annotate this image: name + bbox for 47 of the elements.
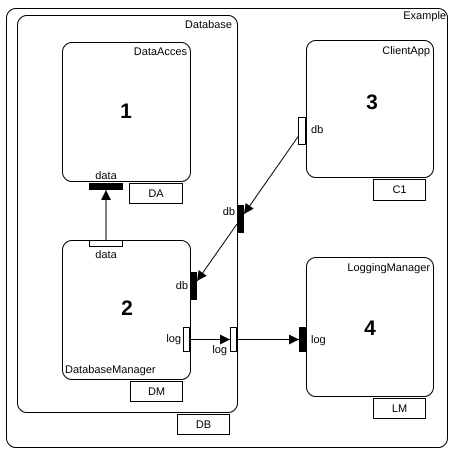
- filled-port: [299, 327, 306, 352]
- tag-box: [373, 179, 426, 201]
- hollow-port: [183, 327, 190, 352]
- filled-port: [190, 272, 197, 300]
- component-box: [62, 240, 191, 380]
- frame-box: [6, 8, 448, 448]
- component-name: Example: [403, 10, 446, 22]
- component-number: 4: [364, 318, 376, 340]
- connector-arrow: [190, 334, 230, 344]
- tag-box: [130, 381, 183, 402]
- component-name: DataAcces: [134, 46, 187, 58]
- port-label: log: [212, 344, 227, 356]
- component-name: ClientApp: [382, 45, 430, 57]
- tag-label: DM: [148, 386, 166, 398]
- tag-label: C1: [392, 184, 407, 196]
- component-name: Database: [184, 19, 232, 31]
- port-label: data: [95, 170, 117, 182]
- connector-arrow: [244, 136, 298, 214]
- hollow-port: [298, 117, 306, 145]
- tag-label: DA: [148, 188, 164, 200]
- filled-port: [89, 183, 123, 190]
- tag-box: [129, 183, 183, 204]
- component-name: DatabaseManager: [65, 364, 156, 376]
- port-label: db: [311, 124, 324, 136]
- component-box: [62, 42, 191, 182]
- connector-arrow: [236, 334, 300, 344]
- port-label: data: [95, 249, 117, 261]
- filled-port: [237, 205, 244, 233]
- connector-arrow: [196, 224, 238, 282]
- hollow-port: [89, 240, 123, 247]
- component-number: 1: [120, 101, 132, 123]
- component-number: 3: [366, 92, 378, 114]
- port-label: db: [222, 206, 235, 218]
- component-box: [306, 257, 434, 397]
- component-number: 2: [121, 298, 133, 320]
- port-label: db: [176, 280, 188, 292]
- component-box: [306, 40, 434, 178]
- tag-box: [177, 414, 230, 435]
- hollow-port: [230, 327, 237, 352]
- frame-box: [17, 15, 238, 413]
- connector-arrow: [101, 190, 111, 240]
- port-label: log: [166, 333, 181, 345]
- component-name: LoggingManager: [347, 262, 430, 274]
- tag-label: DB: [196, 418, 212, 430]
- port-label: log: [311, 334, 326, 346]
- tag-box: [373, 398, 426, 419]
- tag-label: LM: [392, 402, 408, 414]
